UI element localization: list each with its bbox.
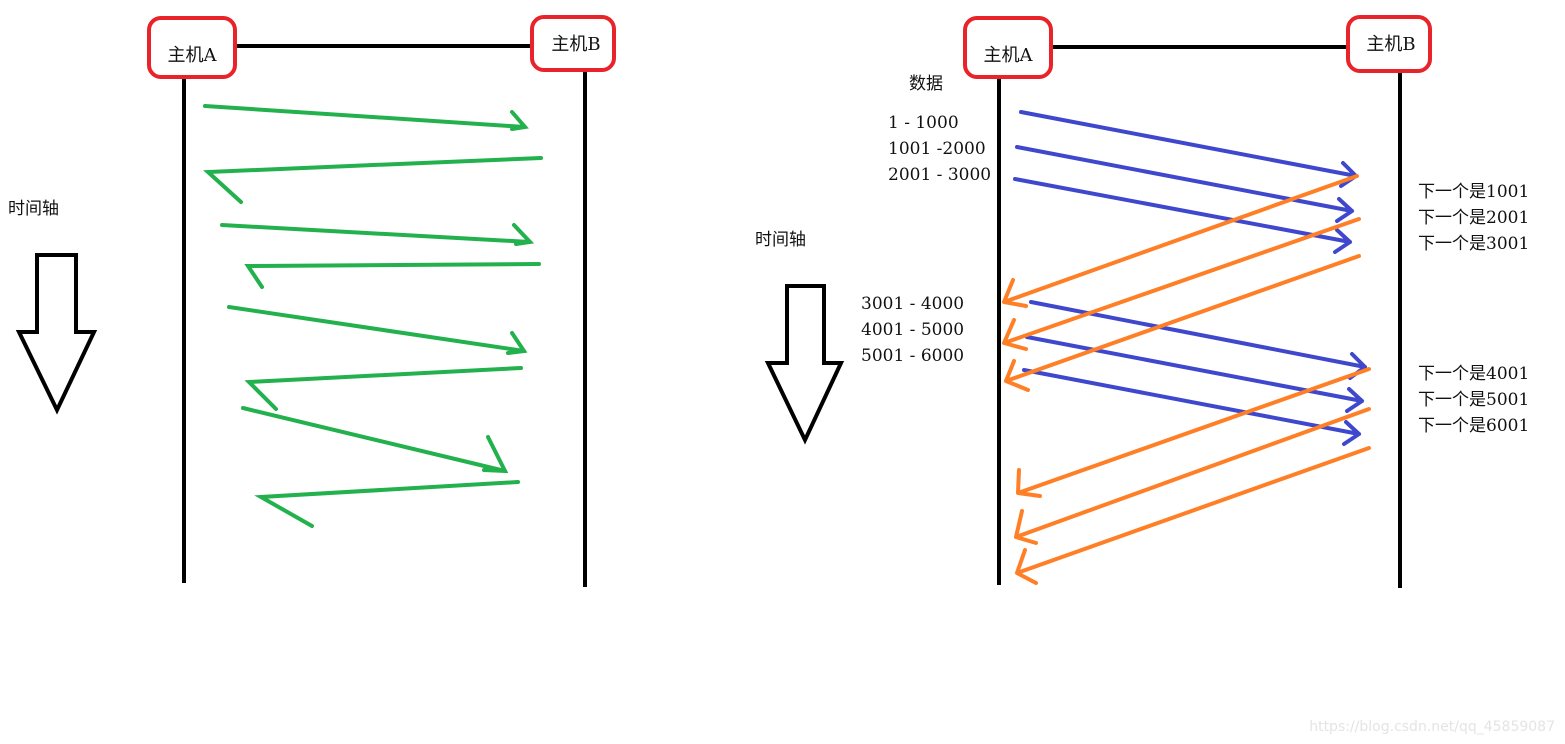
orange-ack-5: [1014, 407, 1371, 545]
segment-top-2: 1001 -2000: [888, 139, 986, 159]
watermark: https://blog.csdn.net/qq_45859087: [1309, 719, 1555, 735]
orange-ack-4: [1016, 367, 1371, 498]
right-diagram: 主机A 主机B 时间轴 数据 1 - 1000 1001 -2000 2001 …: [755, 15, 1529, 588]
orange-ack-3: [1004, 254, 1361, 392]
ack-bottom-2: 下一个是5001: [1418, 390, 1529, 410]
left-time-axis-label: 时间轴: [8, 199, 59, 219]
ack-top-3: 下一个是3001: [1418, 234, 1529, 254]
blue-segment-2: [1015, 145, 1354, 223]
right-time-axis-label: 时间轴: [755, 230, 806, 250]
right-orange-acks: [1002, 174, 1371, 585]
segment-bottom-1: 3001 - 4000: [861, 294, 964, 314]
orange-ack-6: [1015, 446, 1371, 585]
green-ack-4: [254, 480, 520, 528]
left-diagram: 主机A 主机B 时间轴: [8, 15, 616, 587]
ack-bottom-3: 下一个是6001: [1418, 416, 1529, 436]
left-host-a-label: 主机A: [168, 45, 218, 66]
green-send-3: [227, 305, 528, 355]
green-send-2: [220, 223, 535, 246]
ack-top-2: 下一个是2001: [1418, 208, 1529, 228]
blue-segment-1: [1019, 110, 1358, 188]
down-arrow-icon: [15, 253, 98, 415]
ack-bottom-1: 下一个是4001: [1418, 364, 1529, 384]
left-host-b-label: 主机B: [551, 34, 600, 55]
right-host-b-box: [1346, 15, 1432, 73]
segment-top-1: 1 - 1000: [888, 113, 959, 133]
segment-bottom-3: 5001 - 6000: [861, 346, 964, 366]
green-ack-2: [244, 262, 541, 289]
segment-top-3: 2001 - 3000: [888, 165, 991, 185]
left-green-messages: [203, 104, 543, 528]
down-arrow-icon: [764, 284, 845, 445]
left-host-a-box: [147, 16, 237, 79]
orange-ack-2: [1002, 217, 1361, 351]
green-send-1: [203, 104, 529, 131]
blue-segment-5: [1025, 335, 1364, 413]
green-send-4: [241, 406, 509, 474]
data-label: 数据: [909, 74, 943, 94]
green-ack-3: [244, 366, 523, 411]
orange-ack-1: [1002, 174, 1359, 308]
right-host-b-label: 主机B: [1366, 34, 1415, 55]
right-blue-segments: [1013, 110, 1367, 446]
right-host-a-box: [963, 16, 1053, 79]
blue-segment-3: [1013, 177, 1352, 254]
ack-top-1: 下一个是1001: [1418, 182, 1529, 202]
segment-bottom-2: 4001 - 5000: [861, 320, 964, 340]
left-host-b-box: [530, 15, 616, 72]
blue-segment-6: [1022, 368, 1361, 446]
right-host-a-label: 主机A: [984, 45, 1034, 66]
green-ack-1: [203, 156, 543, 204]
